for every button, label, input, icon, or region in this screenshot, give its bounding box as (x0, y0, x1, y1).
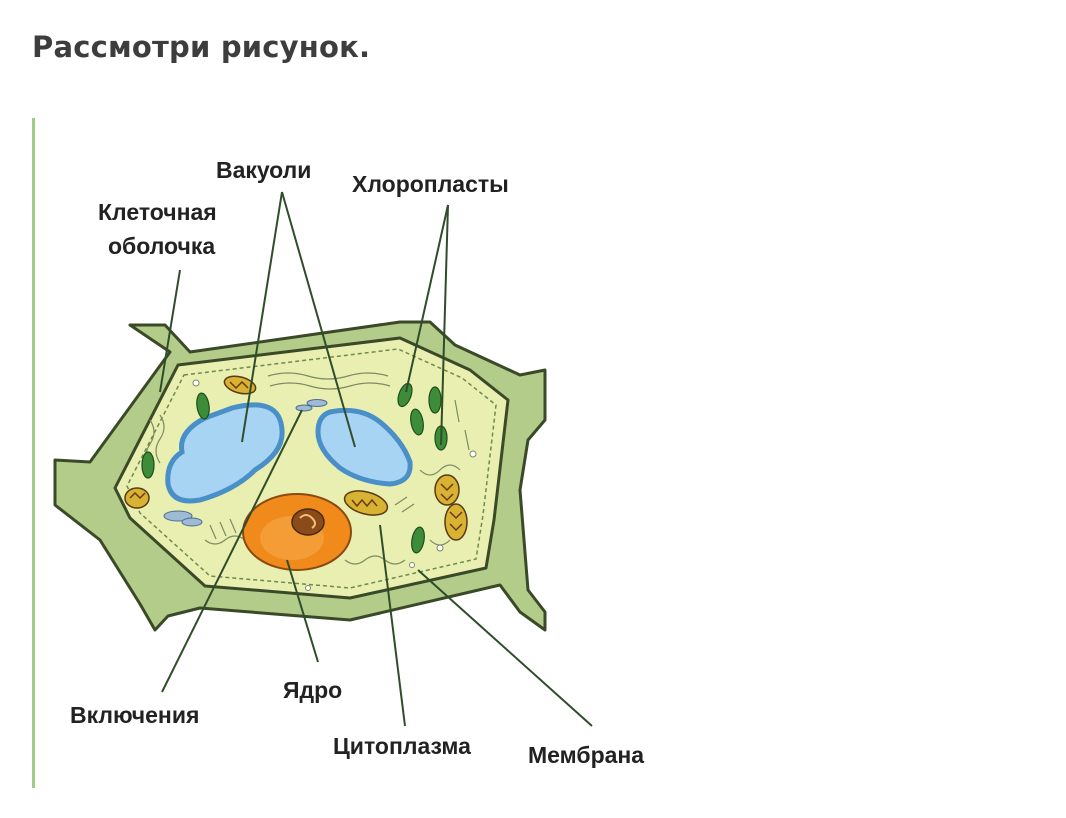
inclusions (163, 399, 328, 527)
label-vacuoles: Вакуоли (216, 157, 311, 183)
label-nucleus: Ядро (283, 677, 342, 703)
vacuoles (165, 402, 413, 504)
figure-left-rule (32, 118, 35, 788)
endoplasmic-reticulum-texture (145, 372, 470, 565)
mitochondria-cristae (129, 380, 463, 532)
cell-membrane (126, 348, 497, 589)
leader-lines (159, 191, 593, 727)
label-membrane: Мембрана (528, 742, 644, 768)
vacuole-right (315, 407, 413, 487)
vacuole-left (165, 402, 285, 504)
label-cytoplasm: Цитоплазма (333, 733, 471, 759)
small-granules (192, 379, 477, 591)
page-title: Рассмотри рисунок. (32, 30, 371, 64)
nucleolus (291, 508, 325, 536)
diagram-labels: Вакуоли Хлоропласты Клеточная оболочка Я… (70, 157, 644, 768)
label-cell-wall-line2: оболочка (108, 233, 215, 259)
label-inclusions: Включения (70, 702, 199, 728)
label-chloroplasts: Хлоропласты (352, 171, 509, 197)
label-cell-wall-line1: Клеточная (98, 199, 217, 225)
nucleus (242, 493, 352, 571)
